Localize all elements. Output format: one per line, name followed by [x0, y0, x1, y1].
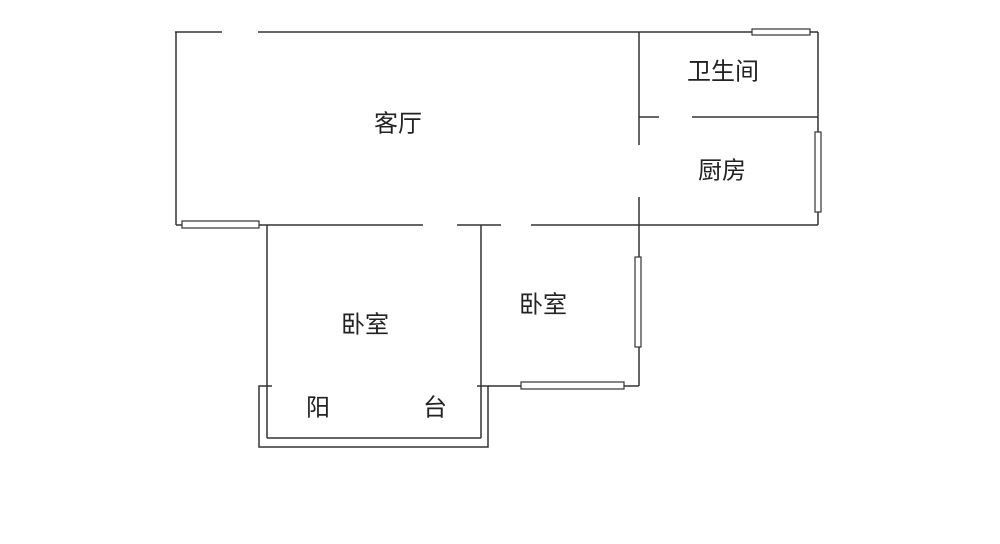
window-bedroom2-side: [634, 256, 642, 348]
windows: [181, 28, 822, 390]
room-labels: 客厅 卫生间 厨房 卧室 卧室 阳 台: [306, 58, 759, 422]
label-bathroom: 卫生间: [687, 58, 759, 86]
balcony-outer: [258, 385, 489, 448]
window-bedroom2-bottom: [520, 381, 625, 390]
label-living-room: 客厅: [374, 110, 422, 138]
label-balcony-2: 台: [423, 394, 447, 422]
label-balcony-1: 阳: [306, 394, 330, 422]
label-kitchen: 厨房: [698, 157, 746, 185]
window-kitchen: [814, 131, 822, 213]
window-living-room: [181, 220, 260, 229]
walls: [175, 31, 819, 448]
label-bedroom-right: 卧室: [519, 291, 567, 319]
window-bathroom: [751, 28, 811, 36]
label-bedroom-left: 卧室: [341, 311, 389, 339]
